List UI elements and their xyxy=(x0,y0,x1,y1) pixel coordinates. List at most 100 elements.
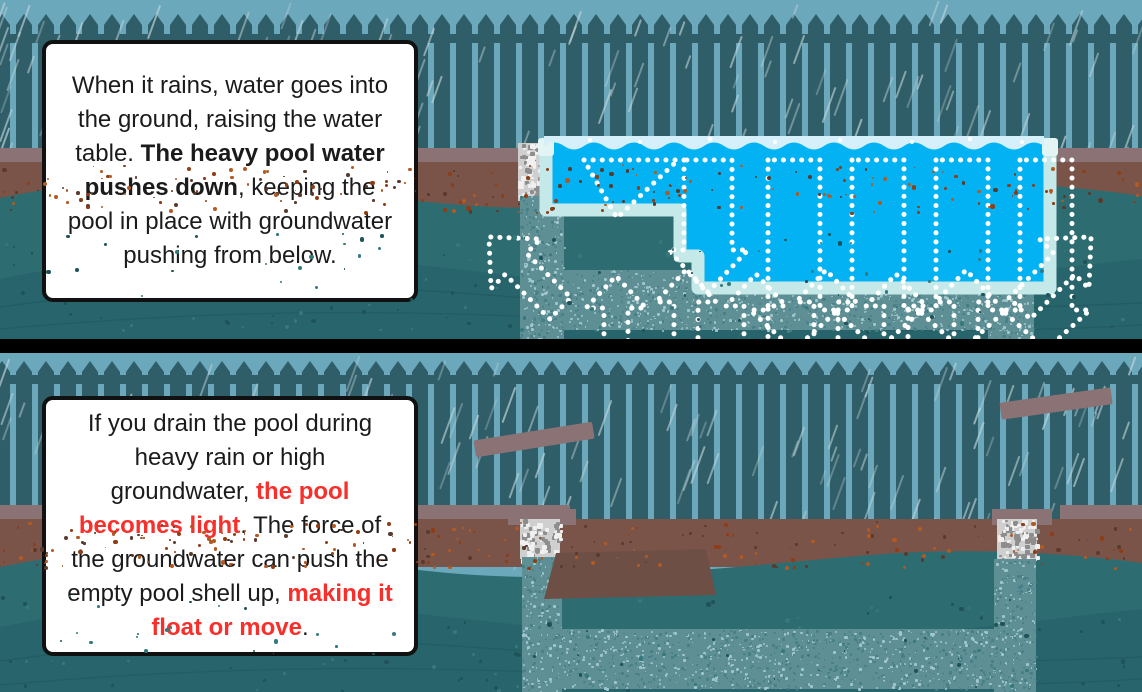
soil-speck xyxy=(689,180,692,183)
gravel-grain xyxy=(773,652,775,654)
soil-speck xyxy=(484,202,488,206)
soil-speck xyxy=(410,297,414,301)
gravel-grain xyxy=(616,282,619,285)
fence-picket-tip xyxy=(236,361,252,372)
soil-speck xyxy=(11,196,15,200)
soil-speck xyxy=(108,174,112,178)
soil-speck xyxy=(849,211,854,216)
gravel-grain xyxy=(941,325,944,328)
gravel-grain xyxy=(988,327,992,331)
gravel-grain xyxy=(948,672,952,676)
soil-speck xyxy=(68,312,73,317)
soil-speck xyxy=(276,233,279,236)
fence-picket-tip xyxy=(1138,361,1142,372)
gravel-grain xyxy=(729,319,732,322)
soil-speck xyxy=(284,183,289,188)
gravel-grain xyxy=(970,656,973,658)
gravel-grain xyxy=(709,325,711,327)
gravel-grain xyxy=(861,640,865,644)
gravel-grain xyxy=(992,675,995,678)
gravel-grain xyxy=(797,319,800,322)
soil-speck xyxy=(1122,665,1126,668)
soil-speck xyxy=(33,543,36,546)
soil-speck xyxy=(421,199,425,203)
gravel-grain xyxy=(801,655,804,658)
gravel-grain xyxy=(648,655,651,659)
gravel-grain xyxy=(1016,333,1019,335)
gravel-grain xyxy=(594,646,596,648)
gravel-grain xyxy=(523,684,526,687)
gravel-grain xyxy=(677,654,680,657)
gravel-grain xyxy=(818,298,820,300)
gravel-grain xyxy=(947,633,951,636)
gravel-grain xyxy=(681,282,684,285)
card-top-segment-1: The heavy pool water pushes down xyxy=(84,140,385,201)
gravel-grain xyxy=(884,294,887,297)
fence-picket xyxy=(522,14,538,149)
gravel-grain xyxy=(800,687,803,690)
gravel-grain xyxy=(531,196,534,198)
gravel-grain xyxy=(560,277,563,280)
gravel-grain xyxy=(1013,652,1016,655)
soil-speck xyxy=(211,172,216,176)
gravel-grain xyxy=(596,663,600,666)
gravel-grain xyxy=(1011,610,1014,613)
gravel-grain xyxy=(594,635,597,638)
gravel-grain xyxy=(879,328,883,332)
gravel-grain xyxy=(899,633,902,637)
gravel-grain xyxy=(844,652,846,655)
fence-picket-tip xyxy=(610,361,626,372)
soil-speck xyxy=(461,198,467,204)
gravel-grain xyxy=(524,191,528,195)
gravel-grain xyxy=(607,296,610,298)
soil-speck xyxy=(271,314,275,317)
gravel-grain xyxy=(654,658,657,661)
gravel-grain xyxy=(866,310,868,312)
gravel-grain xyxy=(839,304,841,306)
fence-picket-tip xyxy=(830,14,846,25)
gravel-grain xyxy=(647,320,650,323)
gravel-grain xyxy=(533,218,536,220)
gravel-grain xyxy=(972,650,976,654)
gravel-grain xyxy=(949,316,951,318)
gravel-grain xyxy=(669,634,672,637)
gravel-grain xyxy=(703,295,706,298)
gravel-grain xyxy=(758,326,761,329)
gravel-grain xyxy=(604,641,607,644)
gravel-grain xyxy=(890,666,893,669)
gravel-grain xyxy=(904,301,906,304)
gravel-grain xyxy=(731,329,733,331)
gravel-grain xyxy=(881,667,884,670)
gravel-grain xyxy=(761,329,764,332)
gravel-grain xyxy=(615,686,619,690)
gravel-grain xyxy=(983,327,985,329)
gravel-grain xyxy=(916,295,920,298)
fence-picket-tip xyxy=(764,361,780,372)
gravel-grain xyxy=(656,634,659,637)
gravel-grain xyxy=(821,314,824,317)
fence-picket xyxy=(0,14,10,149)
gravel-grain xyxy=(839,295,842,298)
gravel-grain xyxy=(794,672,797,675)
gravel-grain xyxy=(1025,544,1030,550)
gravel-grain xyxy=(954,643,957,647)
gravel-grain xyxy=(692,291,696,295)
gravel-grain xyxy=(521,274,524,277)
gravel-grain xyxy=(548,321,550,324)
gravel-grain xyxy=(952,327,956,331)
gravel-grain xyxy=(1014,639,1017,642)
gravel-grain xyxy=(563,671,566,674)
gravel-grain xyxy=(963,328,965,330)
gravel-grain xyxy=(950,677,953,679)
gravel-grain xyxy=(774,659,777,661)
gravel-grain xyxy=(881,639,885,643)
soil-speck xyxy=(930,314,935,319)
gravel-grain xyxy=(763,643,765,645)
soil-speck xyxy=(864,168,868,171)
gravel-grain xyxy=(864,294,867,296)
gravel-grain xyxy=(959,688,962,690)
gravel-grain xyxy=(691,329,694,332)
soil-speck xyxy=(10,209,12,211)
gravel-grain xyxy=(900,296,903,299)
gravel-grain xyxy=(534,289,537,292)
